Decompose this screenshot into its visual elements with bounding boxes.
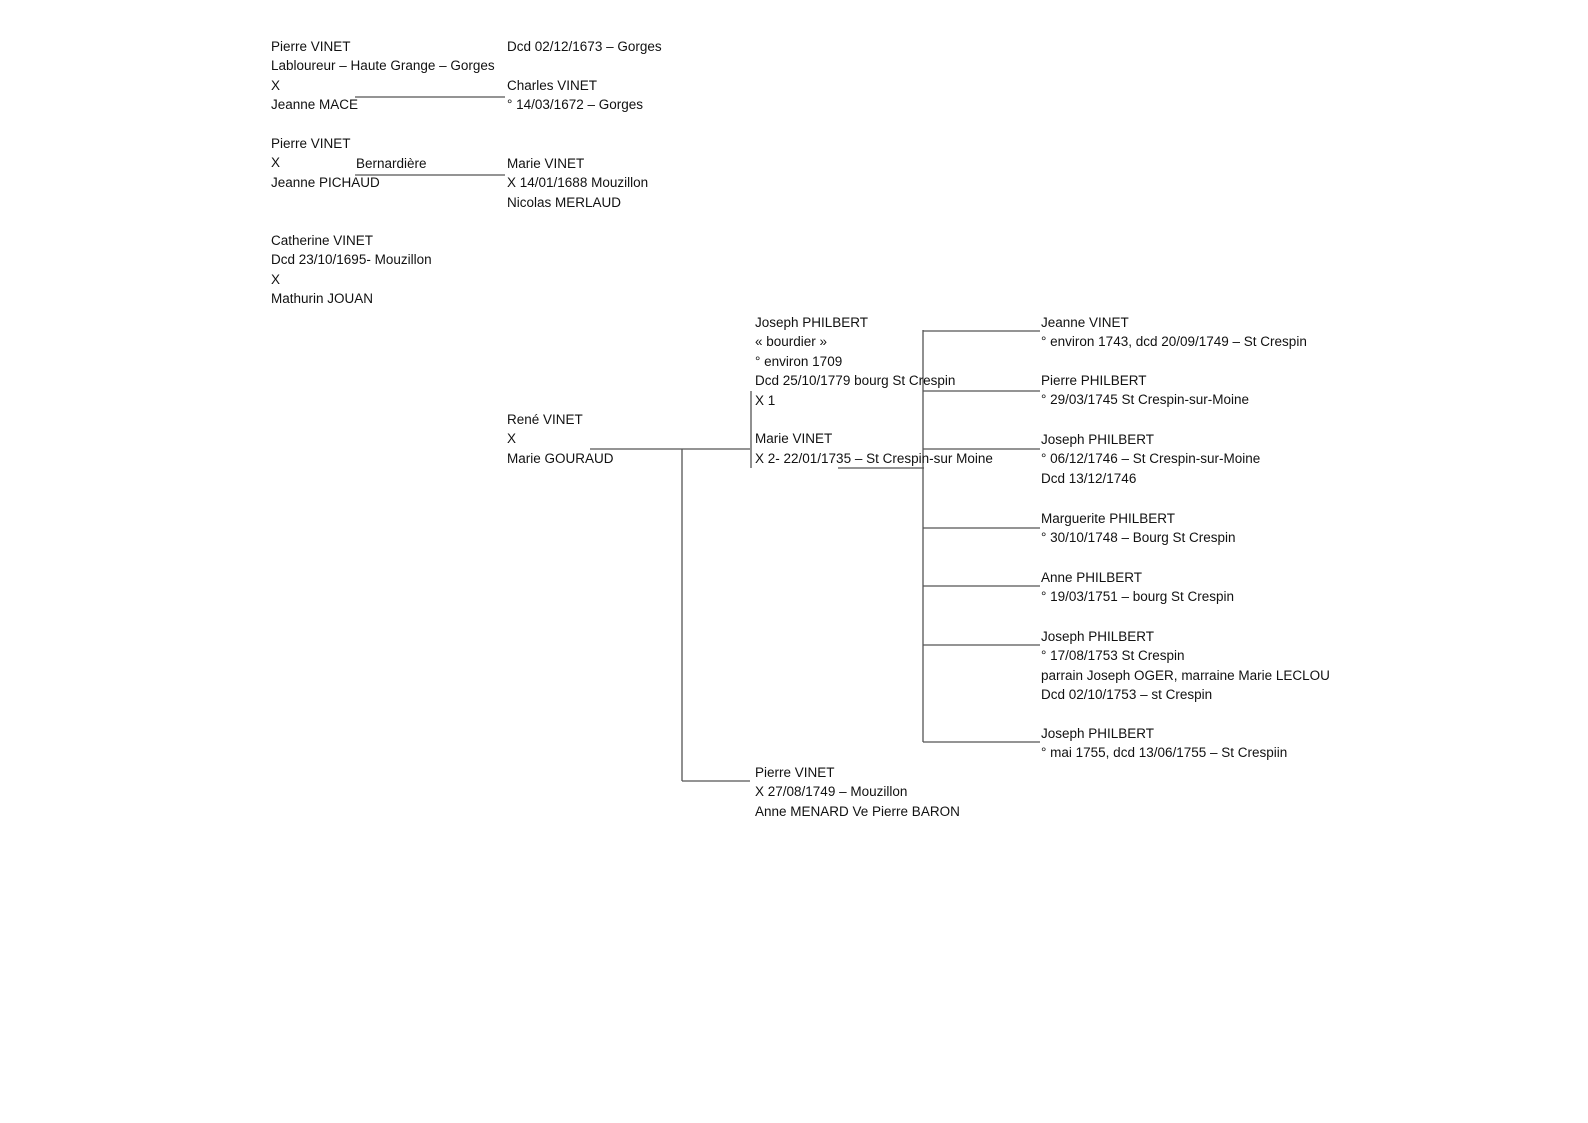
- g1-parent-line: Jeanne MACE: [271, 97, 359, 113]
- g2-child-line: Marie VINET: [507, 156, 585, 171]
- child-5: Anne PHILBERT ° 19/03/1751 – bourg St Cr…: [1041, 568, 1234, 607]
- g2-parents: Pierre VINET X Jeanne PICHAUD: [271, 134, 380, 192]
- g2-place: Bernardière: [356, 156, 427, 171]
- pierre2-line: Pierre VINET: [755, 765, 835, 780]
- g1-parent-line: Labloureur – Haute Grange – Gorges: [271, 58, 495, 74]
- child-line: Dcd 02/10/1753 – st Crespin: [1041, 687, 1213, 703]
- child-line: Marguerite PHILBERT: [1041, 511, 1176, 526]
- rene-line: Marie GOURAUD: [507, 450, 614, 466]
- g1-child-line: Charles VINET: [507, 77, 598, 93]
- g3-person: Catherine VINET Dcd 23/10/1695- Mouzillo…: [271, 231, 432, 309]
- g1-child-line: Dcd 02/12/1673 – Gorges: [507, 39, 662, 54]
- g1-child: Dcd 02/12/1673 – Gorges Charles VINET ° …: [507, 37, 662, 115]
- jm-line: X 2- 22/01/1735 – St Crespin-sur Moine: [755, 450, 993, 466]
- child-line: ° environ 1743, dcd 20/09/1749 – St Cres…: [1041, 334, 1307, 350]
- child-line: ° 17/08/1753 St Crespin: [1041, 648, 1185, 664]
- g3-line: X: [271, 271, 281, 287]
- joseph-marie-couple: Joseph PHILBERT « bourdier » ° environ 1…: [755, 313, 993, 468]
- child-line: ° 06/12/1746 – St Crespin-sur-Moine: [1041, 451, 1261, 467]
- child-line: Dcd 13/12/1746: [1041, 470, 1137, 486]
- child-4: Marguerite PHILBERT ° 30/10/1748 – Bourg…: [1041, 509, 1236, 548]
- g2-child-line: Nicolas MERLAUD: [507, 194, 622, 210]
- child-line: Jeanne VINET: [1041, 315, 1129, 330]
- g2-parent-line: Jeanne PICHAUD: [271, 174, 380, 190]
- g1-parent-line: Pierre VINET: [271, 39, 351, 54]
- child-6: Joseph PHILBERT ° 17/08/1753 St Crespin …: [1041, 627, 1330, 705]
- pierre-vinet-2: Pierre VINET X 27/08/1749 – Mouzillon An…: [755, 763, 960, 821]
- pierre2-line: Anne MENARD Ve Pierre BARON: [755, 803, 960, 819]
- g1-child-line: [507, 56, 662, 75]
- child-line: Joseph PHILBERT: [1041, 432, 1155, 447]
- child-line: Joseph PHILBERT: [1041, 629, 1155, 644]
- jm-line: X 1: [755, 392, 776, 408]
- child-line: Pierre PHILBERT: [1041, 373, 1147, 388]
- g2-child: Marie VINET X 14/01/1688 Mouzillon Nicol…: [507, 154, 648, 212]
- child-7: Joseph PHILBERT ° mai 1755, dcd 13/06/17…: [1041, 724, 1287, 763]
- g1-child-line: ° 14/03/1672 – Gorges: [507, 97, 643, 113]
- jm-line: ° environ 1709: [755, 353, 843, 369]
- child-line: ° 19/03/1751 – bourg St Crespin: [1041, 589, 1235, 605]
- jm-line: Joseph PHILBERT: [755, 315, 869, 330]
- rene-line: X: [507, 431, 517, 447]
- child-line: ° 29/03/1745 St Crespin-sur-Moine: [1041, 392, 1250, 408]
- rene-line: René VINET: [507, 412, 583, 427]
- child-1: Jeanne VINET ° environ 1743, dcd 20/09/1…: [1041, 313, 1307, 352]
- pierre2-line: X 27/08/1749 – Mouzillon: [755, 784, 908, 800]
- g3-line: Catherine VINET: [271, 233, 374, 248]
- child-line: parrain Joseph OGER, marraine Marie LECL…: [1041, 667, 1330, 683]
- g1-parent-line: X: [271, 77, 281, 93]
- jm-line: « bourdier »: [755, 334, 828, 350]
- rene-couple: René VINET X Marie GOURAUD: [507, 410, 614, 468]
- jm-line: [755, 410, 993, 429]
- child-line: Anne PHILBERT: [1041, 570, 1143, 585]
- g2-parent-line: Pierre VINET: [271, 136, 351, 151]
- jm-line: Marie VINET: [755, 431, 833, 447]
- g2-child-line: X 14/01/1688 Mouzillon: [507, 175, 649, 191]
- child-line: ° 30/10/1748 – Bourg St Crespin: [1041, 530, 1236, 546]
- child-line: Joseph PHILBERT: [1041, 726, 1155, 741]
- child-line: ° mai 1755, dcd 13/06/1755 – St Crespiin: [1041, 745, 1288, 761]
- g3-line: Mathurin JOUAN: [271, 291, 374, 307]
- g2-parent-line: X: [271, 155, 281, 171]
- child-2: Pierre PHILBERT ° 29/03/1745 St Crespin-…: [1041, 371, 1249, 410]
- g1-parents: Pierre VINET Labloureur – Haute Grange –…: [271, 37, 495, 115]
- child-3: Joseph PHILBERT ° 06/12/1746 – St Crespi…: [1041, 430, 1260, 488]
- g3-line: Dcd 23/10/1695- Mouzillon: [271, 252, 432, 268]
- jm-line: Dcd 25/10/1779 bourg St Crespin: [755, 373, 956, 389]
